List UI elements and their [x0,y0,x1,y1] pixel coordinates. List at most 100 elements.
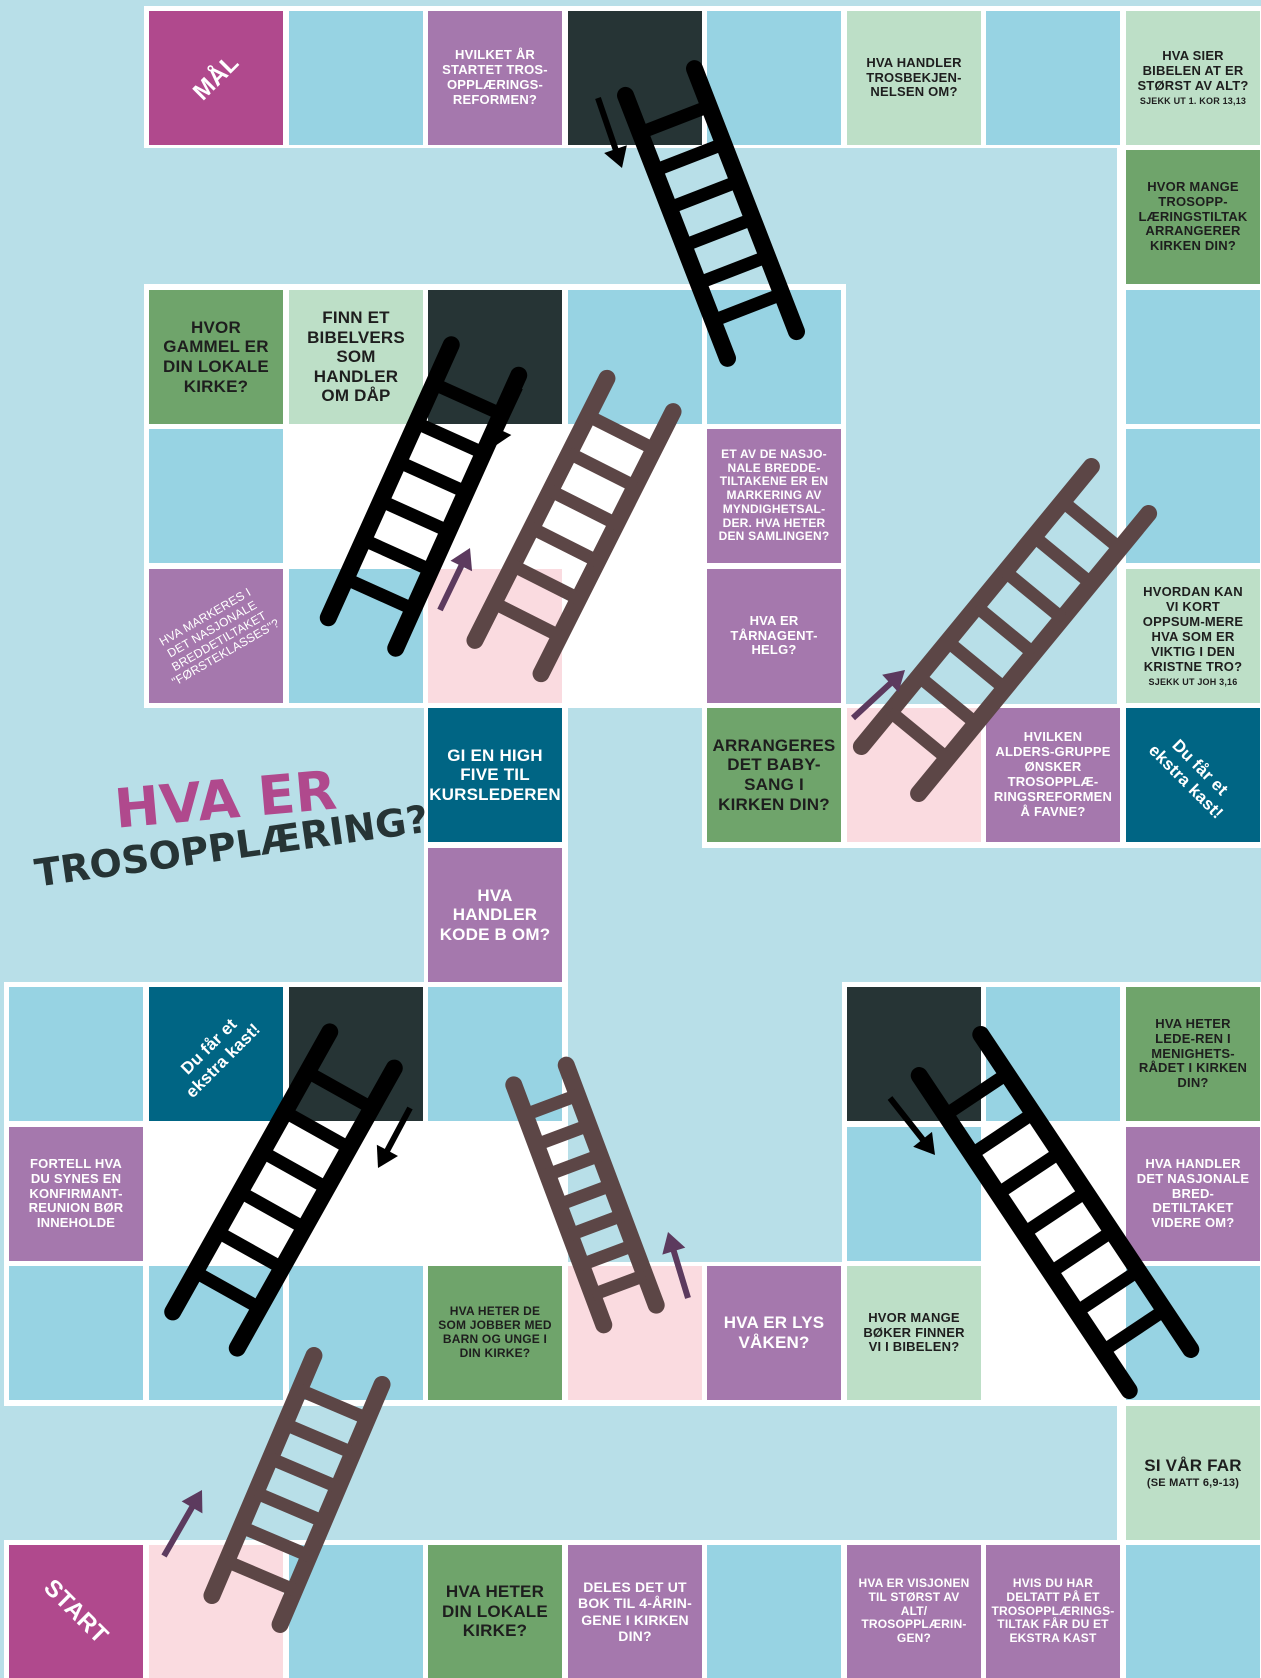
arrow-up [161,1490,203,1558]
ladder-rail [685,60,805,341]
question-square[interactable]: HVOR MANGE BØKER FINNER VI I BIBELEN? [847,1266,981,1400]
arrow-shaft [850,677,897,721]
ladder-rung [253,1486,327,1528]
question-square[interactable]: HVA MARKERES I DET NASJONALE BREDDETILTA… [149,569,283,703]
ladder-black [319,336,528,657]
question-square[interactable]: HVOR GAMMEL ER DIN LOKALE KIRKE? [149,290,283,424]
question-square[interactable]: ET AV DE NASJO-NALE BREDDE-TILTAKENE ER … [707,429,841,563]
ladder-brown [203,1347,391,1633]
question-square[interactable]: HVA HANDLER KODE B OM? [428,848,562,982]
question-square[interactable]: FORTELL HVA DU SYNES EN KONFIRMANT-REUNI… [9,1127,143,1261]
ladder-rail [617,86,737,367]
ladder-rung [534,1119,591,1151]
question-text: HVILKET ÅR STARTET TROS-OPPLÆRINGS-REFOR… [442,47,548,107]
question-square[interactable]: HVA SIER BIBELEN AT ER STØRST AV ALT?SJE… [1126,11,1260,145]
ladder-rung [681,212,756,252]
question-text: HVIS DU HAR DELTATT PÅ ET TROSOPPLÆRINGS… [991,1576,1115,1646]
ladder-rung [652,137,726,177]
question-square[interactable]: HVA HETER LEDE-REN I MENIGHETS-RÅDET I K… [1126,987,1260,1121]
square[interactable] [1126,290,1260,424]
question-text: HVA HETER DE SOM JOBBER MED BARN OG UNGE… [438,1304,552,1360]
question-text: HVOR MANGE TROSOPP-LÆRINGSTILTAK ARRANGE… [1138,178,1248,254]
square[interactable] [707,11,841,145]
arrow-head [882,670,905,693]
question-square[interactable]: HVA ER TÅRNAGENT-HELG? [707,569,841,703]
question-square[interactable]: HVIS DU HAR DELTATT PÅ ET TROSOPPLÆRINGS… [986,1545,1120,1678]
ladder-rung [547,484,620,530]
question-square[interactable]: HVA HANDLER DET NASJONALE BRED-DETILTAKE… [1126,1127,1260,1261]
ladder-rung [509,559,582,605]
square[interactable] [289,11,423,145]
ladder-rail [466,369,616,649]
goal-square[interactable]: MÅL [149,11,283,145]
question-square[interactable]: DELES DET UT BOK TIL 4-ÅRIN-GENE I KIRKE… [568,1545,702,1678]
ladder-rung [238,1520,312,1562]
square[interactable] [149,429,283,563]
ladder-rung [1001,566,1067,624]
question-square[interactable]: HVA HETER DIN LOKALE KIRKE? [428,1545,562,1678]
ladder-rail [164,1023,339,1321]
question-square[interactable]: HVILKEN ALDERS-GRUPPE ØNSKER TROSOPPLÆ-R… [986,708,1120,842]
question-text: HVA ER LYS VÅKEN? [723,1313,825,1352]
question-text: FINN ET BIBELVERS SOM HANDLER OM DÅP [307,308,405,406]
arrow-down [376,1106,413,1168]
ladder-rung [972,601,1038,659]
ladder-rung [490,597,563,643]
square[interactable] [9,1266,143,1400]
question-square[interactable]: HVILKET ÅR STARTET TROS-OPPLÆRINGS-REFOR… [428,11,562,145]
ladder-rung [296,1383,371,1425]
ladder-rung [886,706,952,764]
question-square[interactable]: HVORDAN KAN VI KORT OPPSUM-MERE HVA SOM … [1126,569,1260,703]
question-text: HVA ER TÅRNAGENT-HELG? [730,612,818,658]
question-square[interactable]: HVA HANDLER TROSBEKJEN-NELSEN OM? [847,11,981,145]
ladder-rail [387,366,528,657]
question-square[interactable]: HVA ER VISJONEN TIL STØRST AV ALT/ TROSO… [847,1545,981,1678]
ladder-rail [910,1067,1138,1400]
arrow-shaft [161,1500,198,1558]
question-square[interactable]: FINN ET BIBELVERS SOM HANDLER OM DÅP [289,290,423,424]
ladder-rung [528,522,601,568]
question-square[interactable]: SI VÅR FAR(SE MATT 6,9-13) [1126,1406,1260,1540]
start-square[interactable]: START [9,1545,143,1678]
ladder-rail [532,403,682,683]
ladder-rung [259,1146,331,1194]
question-square[interactable]: HVOR MANGE TROSOPP-LÆRINGSTILTAK ARRANGE… [1126,150,1260,284]
square[interactable] [428,987,562,1121]
ladder-rung [267,1452,341,1494]
ladder-brown [505,1056,665,1334]
ladder-rung [1073,1265,1142,1318]
question-text: GI EN HIGH FIVE TIL KURSLEDEREN [429,745,561,804]
ladder-rail [228,1059,403,1357]
ladder-rung [522,1089,580,1121]
question-square[interactable]: HVA HETER DE SOM JOBBER MED BARN OG UNGE… [428,1266,562,1400]
square[interactable] [1126,1545,1260,1678]
question-square[interactable]: HVA ER LYS VÅKEN? [707,1266,841,1400]
question-square[interactable]: GI EN HIGH FIVE TIL KURSLEDEREN [428,708,562,842]
bible-reference: SJEKK UT 1. KOR 13,13 [1139,96,1247,107]
square[interactable] [1126,429,1260,563]
ladder-brown [466,369,682,683]
question-square[interactable]: ARRANGERES DET BABY-SANG I KIRKEN DIN? [707,708,841,842]
ladder-rung [1029,531,1096,589]
square[interactable] [707,1545,841,1678]
question-text: HVA HANDLER TROSBEKJEN-NELSEN OM? [866,54,962,100]
ladder-black [164,1023,403,1357]
ladder-black [910,1025,1200,1400]
extra-roll-square[interactable]: Du får et ekstra kast! [149,987,283,1121]
ladder-rung [281,1106,353,1154]
square[interactable] [986,987,1120,1121]
question-text: HVA HETER LEDE-REN I MENIGHETS-RÅDET I K… [1138,1015,1248,1091]
ladder-rung [214,1226,286,1274]
question-text: DELES DET UT BOK TIL 4-ÅRIN-GENE I KIRKE… [578,1579,692,1644]
ladder-rung [566,447,639,493]
arrow-down [887,1096,935,1155]
question-text: HVA HANDLER KODE B OM? [439,885,551,944]
extra-roll-square[interactable]: Du får et ekstra kast! [1126,708,1260,842]
square[interactable] [9,987,143,1121]
square[interactable] [986,11,1120,145]
question-text: FORTELL HVA DU SYNES EN KONFIRMANT-REUNI… [28,1155,124,1231]
arrow-shaft [381,1106,413,1158]
ladder-rung [943,636,1009,694]
arrow-head [181,1490,203,1514]
